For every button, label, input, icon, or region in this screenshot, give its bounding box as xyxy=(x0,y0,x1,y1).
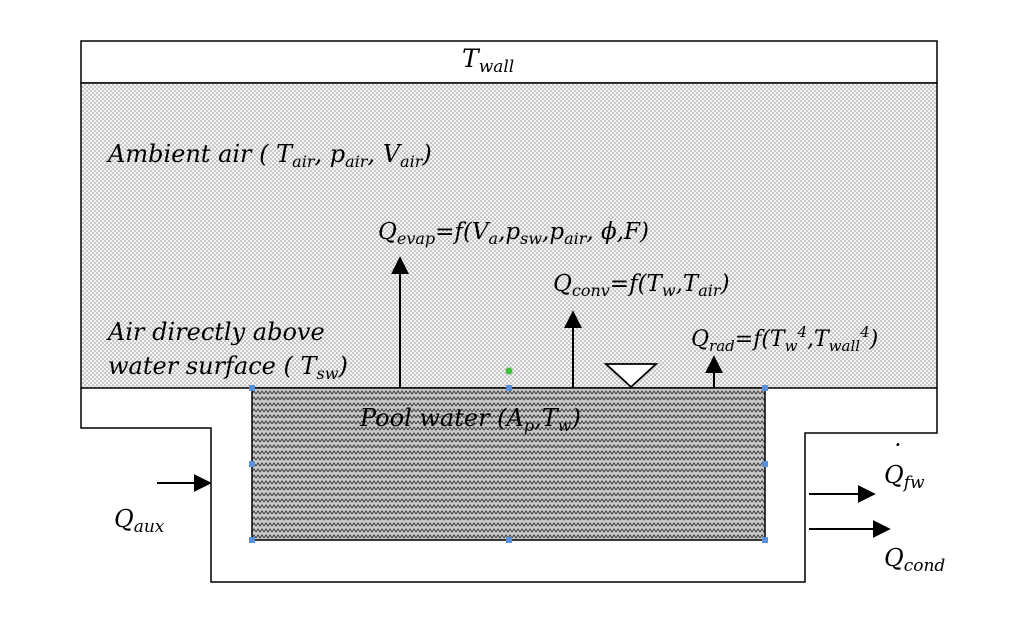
ambient-air-label: Ambient air ( Tair, pair, Vair) xyxy=(106,140,432,171)
air-above-water-label-line1: Air directly above xyxy=(106,318,325,346)
q-fw-label: Qfw xyxy=(884,461,925,493)
wall-band xyxy=(80,40,938,84)
air-above-water-label-line2: water surface ( Tsw) xyxy=(108,352,348,383)
q-cond-label: Qcond xyxy=(884,544,945,576)
ambient-air-region xyxy=(80,82,938,389)
q-conv-label: Qconv=f(Tw,Tair) xyxy=(553,271,730,300)
q-aux-label: Qaux xyxy=(114,505,165,537)
rotation-handle xyxy=(505,367,513,375)
q-evap-label: Qevap=f(Va,psw,pair, ϕ,F) xyxy=(378,219,649,248)
q-fw-dot: ˙ xyxy=(889,440,902,470)
pool-water-label: Pool water (Ap,Tw) xyxy=(359,404,581,435)
water-level-triangle-icon xyxy=(603,363,659,389)
selection-handles xyxy=(249,385,768,543)
pool-basin-outline xyxy=(80,388,938,583)
wall-temperature-label: Twall xyxy=(462,44,514,77)
q-rad-label: Qrad=f(Tw4,Twall4) xyxy=(691,323,878,355)
